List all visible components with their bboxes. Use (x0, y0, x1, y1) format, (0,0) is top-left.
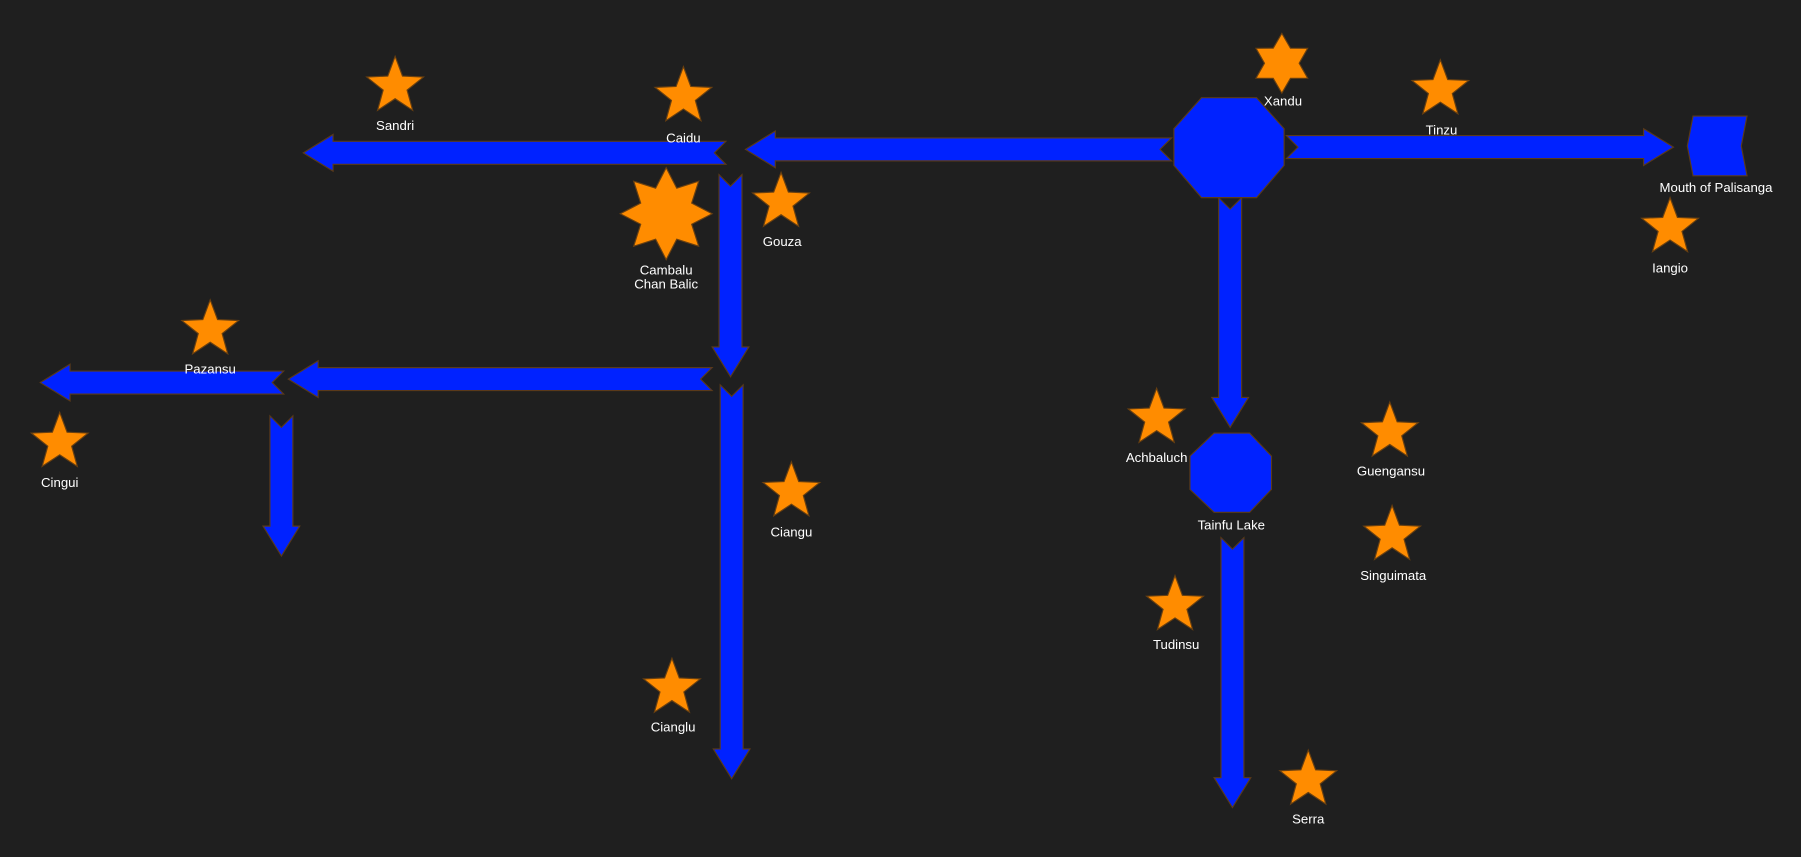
route-arrow (744, 129, 1173, 169)
city-star-icon-cingui (29, 410, 90, 468)
route-arrows (39, 127, 1675, 809)
label-xandu: Xandu (1264, 94, 1302, 109)
city-star-icon-serra (1278, 748, 1339, 806)
label-tudinsu: Tudinsu (1153, 637, 1199, 652)
city-star-icon-ciangu (761, 460, 822, 518)
lake-node-xandu (1173, 97, 1285, 199)
label-chan-balic: Chan Balic (634, 276, 698, 291)
label-cingui: Cingui (41, 475, 78, 490)
label-singuimata: Singuimata (1360, 568, 1427, 583)
route-arrow (1210, 196, 1250, 429)
route-arrow (711, 173, 750, 378)
label-serra: Serra (1292, 812, 1325, 827)
city-star-icon-iangio (1640, 195, 1700, 253)
lake-node-tainfu-lake (1189, 432, 1273, 513)
label-achbaluch: Achbaluch (1126, 450, 1188, 465)
city-star-icon-caidu (653, 65, 714, 123)
label-caidu: Caidu (666, 130, 700, 145)
label-ciangu: Ciangu (770, 524, 812, 539)
city-star-icon-sandri (365, 54, 426, 112)
route-arrow (302, 133, 728, 173)
label-tinzu: Tinzu (1426, 122, 1458, 137)
city-star-icon-cianglu (642, 656, 702, 714)
city-star-icon-achbaluch (1126, 386, 1187, 444)
city-star-icon-singuimata (1362, 503, 1423, 561)
city-markers (29, 32, 1700, 806)
city-star-icon-guengansu (1359, 400, 1420, 458)
label-iangio: Iangio (1652, 260, 1688, 275)
label-pazansu: Pazansu (185, 361, 236, 376)
city-star-icon-xandu (1255, 32, 1309, 95)
route-arrow (1213, 536, 1252, 809)
city-star-icon-pazansu (180, 298, 241, 356)
city-star-icon-tudinsu (1145, 573, 1205, 631)
label-mouth-of-palisanga: Mouth of Palisanga (1660, 180, 1774, 195)
city-star-icon-cambalu (618, 166, 714, 261)
route-arrow (712, 383, 752, 780)
label-cambalu: Cambalu (640, 263, 693, 278)
city-star-icon-gouza (751, 170, 811, 228)
city-star-icon-tinzu (1410, 58, 1471, 116)
route-arrow (1285, 127, 1675, 167)
route-arrow (262, 414, 301, 558)
label-gouza: Gouza (763, 234, 803, 249)
label-guengansu: Guengansu (1357, 464, 1425, 479)
route-arrow (39, 363, 286, 402)
river-mouth-node (1686, 115, 1748, 177)
route-arrow (287, 359, 714, 399)
label-tainfu-lake: Tainfu Lake (1198, 518, 1265, 533)
label-sandri: Sandri (376, 118, 414, 133)
label-cianglu: Cianglu (651, 720, 696, 735)
